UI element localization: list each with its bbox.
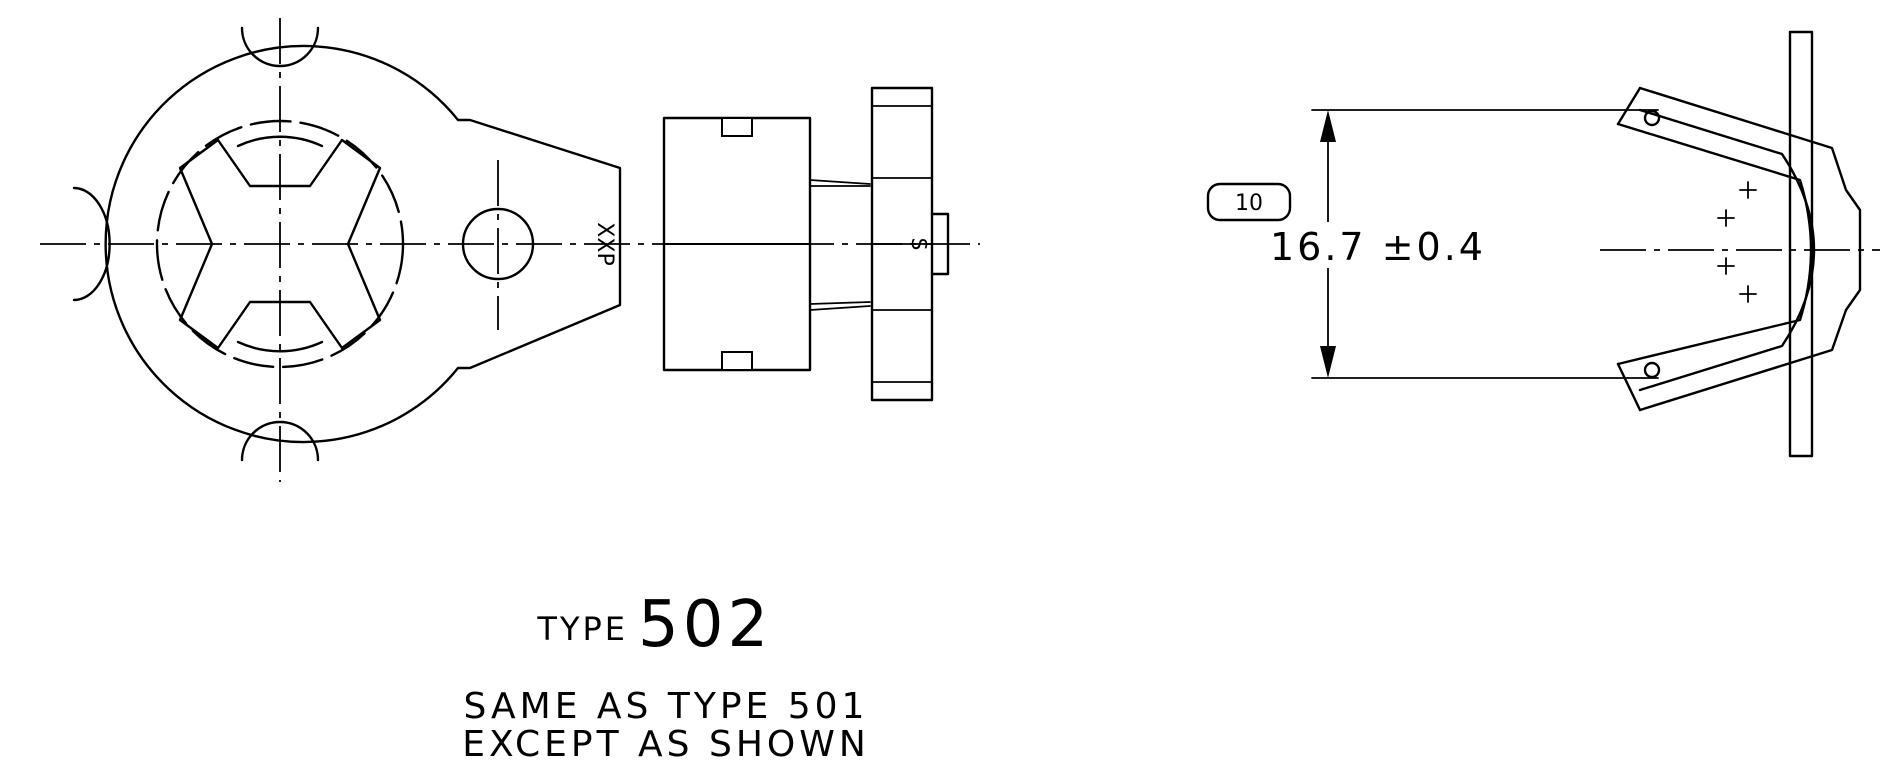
plus-marks xyxy=(1717,181,1757,303)
inner-arc-top xyxy=(236,135,324,148)
type-label: TYPE xyxy=(536,610,628,648)
cross-cutout xyxy=(178,138,382,350)
arrow-bottom xyxy=(1320,346,1336,378)
arrow-top xyxy=(1320,110,1336,142)
title-block: TYPE 502 SAME AS TYPE 501 EXCEPT AS SHOW… xyxy=(462,588,870,764)
nut-stud xyxy=(930,212,950,276)
marking-text: XXP xyxy=(592,222,617,265)
barrel-slot-top xyxy=(721,117,753,137)
front-view: XXP S xyxy=(40,18,980,482)
clip-outer xyxy=(1638,86,1862,412)
lug-outline xyxy=(104,44,622,444)
type-number: 502 xyxy=(638,588,772,662)
note-line-1: SAME AS TYPE 501 xyxy=(464,686,869,727)
clip-lip xyxy=(1616,86,1642,412)
inner-arc-bottom xyxy=(236,340,324,353)
clip-core xyxy=(1638,108,1816,392)
callout-box xyxy=(1206,182,1292,222)
stamp-letter: S xyxy=(907,238,931,251)
notch-bottom xyxy=(240,420,320,462)
barrel-slot-bottom xyxy=(721,351,753,371)
mounting-plate xyxy=(1788,30,1814,458)
clip-hole-top xyxy=(1643,109,1661,127)
note-line-2: EXCEPT AS SHOWN xyxy=(462,724,870,764)
dimension-text: 16.7 ±0.4 xyxy=(1270,225,1486,269)
notch-top xyxy=(240,26,320,68)
callout-number: 10 xyxy=(1235,191,1263,216)
clip-hole-bottom xyxy=(1643,361,1661,379)
clip-inner xyxy=(1616,122,1813,366)
side-view: 10 16.7 ±0.4 xyxy=(1206,30,1880,458)
